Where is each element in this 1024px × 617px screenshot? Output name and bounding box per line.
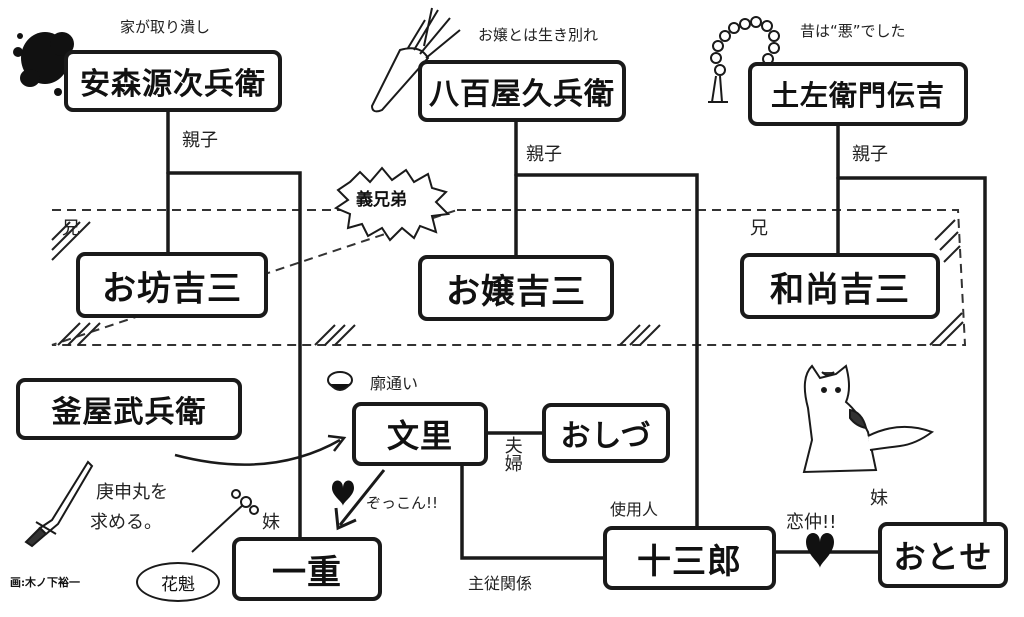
person-yaoya-kyubee: 八百屋久兵衛 bbox=[418, 60, 626, 122]
relation-fuufu: 夫婦 bbox=[501, 436, 523, 472]
person-yasumori-genjibee: 安森源次兵衛 bbox=[64, 50, 282, 112]
oiran-label: 花魁 bbox=[161, 574, 195, 595]
hitoe-sister-mark: 妹 bbox=[262, 512, 280, 533]
infatuation-arrow bbox=[338, 469, 386, 526]
koigaku-note: 恋仲!! bbox=[786, 512, 837, 533]
heart-icon bbox=[332, 480, 354, 506]
pursuit-arrow bbox=[174, 438, 341, 466]
zokkon-note: ぞっこん!! bbox=[366, 494, 439, 512]
sake-cup-icon bbox=[327, 371, 353, 391]
dog-illustration bbox=[802, 364, 935, 474]
rosary-icon bbox=[708, 16, 780, 103]
radish-icon bbox=[370, 7, 461, 113]
sworn-brothers-boundary bbox=[51, 209, 967, 346]
burst-shape bbox=[333, 166, 451, 242]
person-ojo-kichisa: お嬢吉三 bbox=[418, 255, 614, 321]
tosaemon-note: 昔は“悪”でした bbox=[800, 22, 906, 40]
yaoya-note: お嬢とは生き別れ bbox=[478, 26, 599, 44]
relation-oyako-3: 親子 bbox=[852, 144, 888, 165]
person-tosaemon-denkichi: 土左衛門伝吉 bbox=[748, 62, 968, 126]
sworn-brothers-label: 義兄弟 bbox=[356, 190, 407, 210]
obo-brother-mark: 兄 bbox=[62, 218, 80, 239]
sword-icon bbox=[24, 460, 94, 548]
hatching bbox=[51, 219, 964, 346]
illustrator-credit: 画:木ノ下裕一 bbox=[10, 576, 81, 589]
person-hitoe: 一重 bbox=[232, 537, 382, 601]
person-jusaburo: 十三郎 bbox=[603, 526, 776, 590]
shiyonin-note: 使用人 bbox=[610, 500, 659, 519]
person-obo-kichisa: お坊吉三 bbox=[76, 252, 268, 318]
person-kamaya-buhee: 釜屋武兵衛 bbox=[16, 378, 242, 440]
person-osho-kichisa: 和尚吉三 bbox=[740, 253, 940, 319]
heart-icon bbox=[806, 533, 834, 568]
kuruwa-note: 廓通い bbox=[370, 374, 419, 393]
relation-oyako-2: 親子 bbox=[526, 144, 562, 165]
person-otose: おとせ bbox=[878, 522, 1008, 588]
relation-lines bbox=[166, 110, 987, 560]
person-bunri: 文里 bbox=[352, 402, 488, 466]
kamaya-note-line2: 求める。 bbox=[90, 512, 162, 533]
relation-shujuu: 主従関係 bbox=[468, 574, 533, 593]
relation-oyako-1: 親子 bbox=[182, 130, 218, 151]
osho-brother-mark: 兄 bbox=[750, 218, 768, 239]
kamaya-note-line1: 庚申丸を bbox=[96, 482, 168, 503]
oiran-bubble: 花魁 bbox=[136, 562, 220, 602]
otose-sister-mark: 妹 bbox=[870, 488, 888, 509]
person-oshizu: おしづ bbox=[542, 403, 670, 463]
yasumori-note: 家が取り潰し bbox=[120, 18, 211, 36]
hairpin-icon bbox=[191, 489, 259, 553]
